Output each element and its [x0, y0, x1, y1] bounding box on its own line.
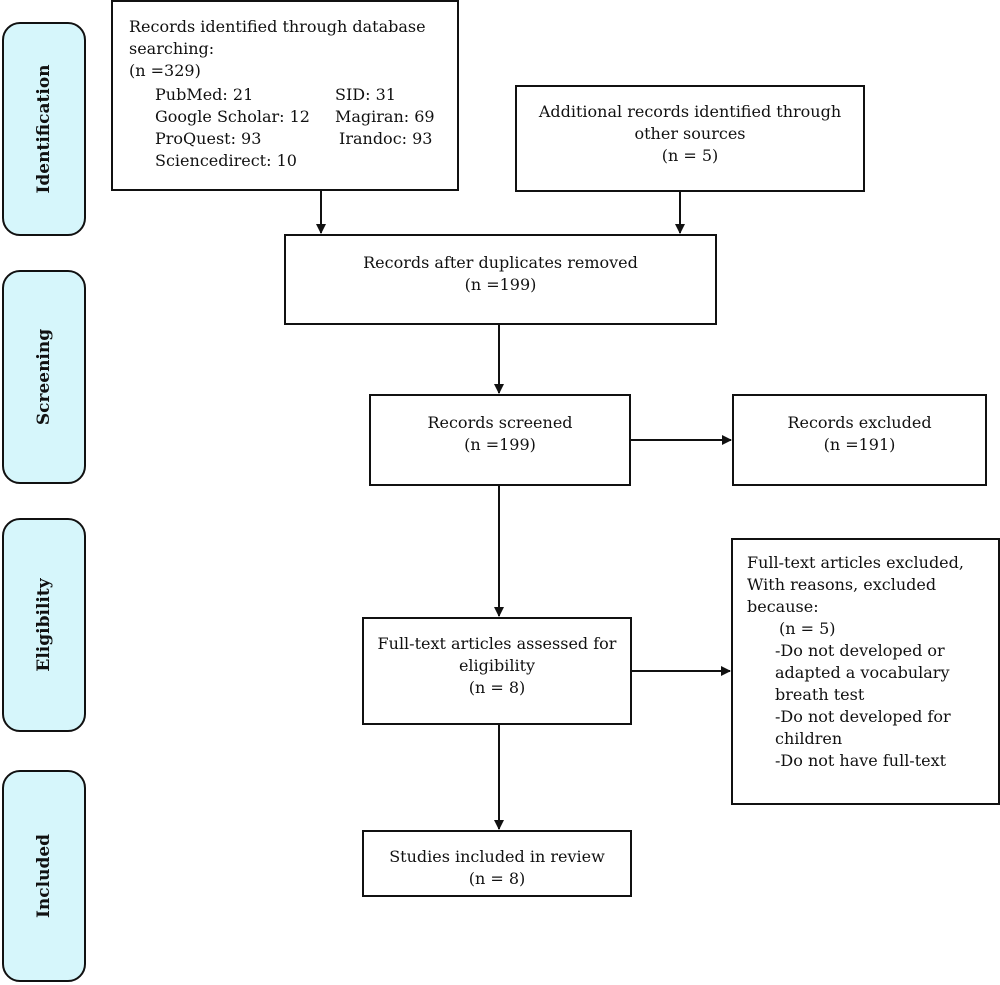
records-identified-box: Records identified through database sear…: [111, 0, 459, 191]
stage-screening: Screening: [2, 270, 86, 484]
records-identified-title: Records identified through database sear…: [129, 16, 426, 82]
duplicates-removed-label: Records after duplicates removed: [363, 253, 638, 272]
fulltext-excluded-line: Full-text articles excluded,: [747, 553, 964, 572]
records-identified-line1: Records identified through database: [129, 17, 426, 36]
duplicates-removed-count: (n =199): [464, 275, 537, 294]
fulltext-assessed-count: (n = 8): [468, 678, 526, 697]
records-screened-box: Records screened (n =199): [369, 394, 631, 486]
fulltext-excluded-line: With reasons, excluded: [747, 575, 937, 594]
stage-identification: Identification: [2, 22, 86, 236]
additional-records-line1: Additional records identified through: [538, 102, 842, 121]
fulltext-excluded-reason: -Do not have full-text: [775, 751, 947, 770]
additional-records-line2: other sources: [634, 124, 746, 143]
studies-included-count: (n = 8): [468, 869, 526, 888]
records-excluded-count: (n =191): [823, 435, 896, 454]
records-screened-label: Records screened: [427, 413, 573, 432]
fulltext-assessed-line2: eligibility: [458, 656, 536, 675]
studies-included-box: Studies included in review (n = 8): [362, 830, 632, 897]
additional-records-box: Additional records identified through ot…: [515, 85, 865, 192]
source-proquest: ProQuest: 93: [155, 129, 262, 148]
source-irandoc: Irandoc: 93: [339, 129, 433, 148]
fulltext-excluded-reason: -Do not developed or: [775, 641, 945, 660]
duplicates-removed-box: Records after duplicates removed (n =199…: [284, 234, 717, 325]
source-magiran: Magiran: 69: [335, 107, 435, 126]
fulltext-excluded-reason: children: [775, 729, 843, 748]
source-google-scholar: Google Scholar: 12: [155, 107, 310, 126]
records-excluded-label: Records excluded: [787, 413, 932, 432]
fulltext-excluded-reason: breath test: [775, 685, 865, 704]
fulltext-excluded-reason: adapted a vocabulary: [775, 663, 950, 682]
stage-eligibility: Eligibility: [2, 518, 86, 732]
records-identified-count: (n =329): [129, 61, 201, 80]
source-pubmed: PubMed: 21: [155, 85, 254, 104]
source-sciencedirect: Sciencedirect: 10: [155, 151, 297, 170]
additional-records-count: (n = 5): [661, 146, 719, 165]
records-screened-count: (n =199): [464, 435, 536, 454]
fulltext-excluded-box: Full-text articles excluded, With reason…: [731, 538, 1000, 805]
source-sid: SID: 31: [335, 85, 396, 104]
stage-included: Included: [2, 770, 86, 982]
fulltext-excluded-line: because:: [747, 597, 819, 616]
fulltext-assessed-line1: Full-text articles assessed for: [377, 634, 617, 653]
records-identified-line2: searching:: [129, 39, 215, 58]
fulltext-excluded-count: (n = 5): [779, 619, 836, 638]
fulltext-excluded-reason: -Do not developed for: [775, 707, 951, 726]
records-excluded-box: Records excluded (n =191): [732, 394, 987, 486]
studies-included-label: Studies included in review: [389, 847, 605, 866]
fulltext-assessed-box: Full-text articles assessed for eligibil…: [362, 617, 632, 725]
